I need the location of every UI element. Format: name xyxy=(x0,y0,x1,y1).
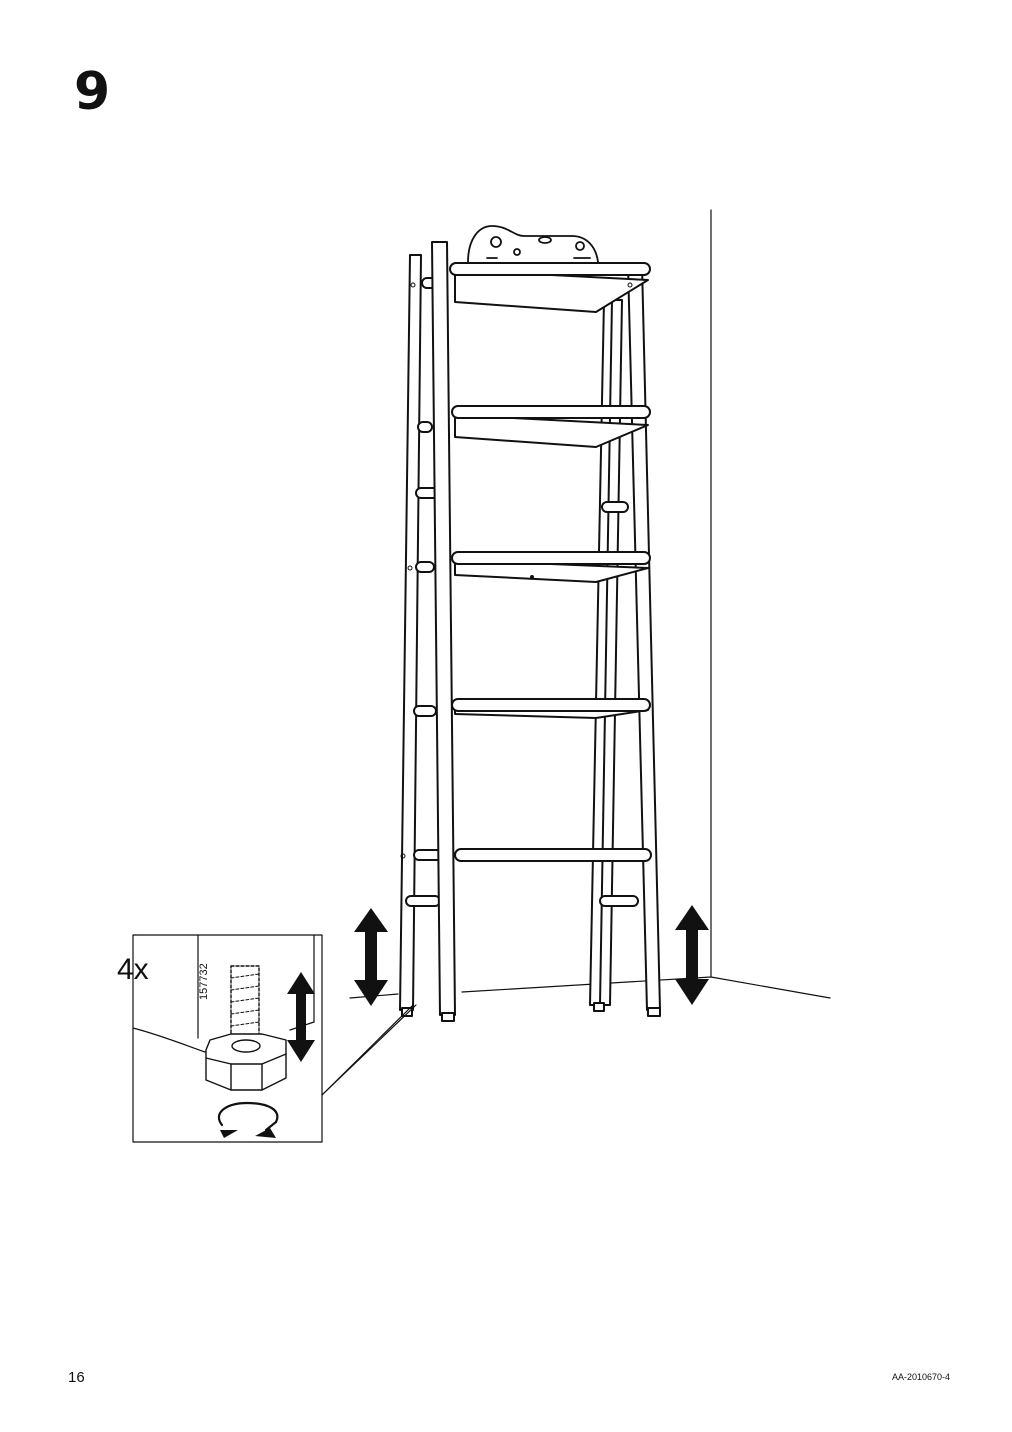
quantity-label: 4x xyxy=(117,953,149,986)
double-arrow-right-icon xyxy=(675,905,709,1005)
double-arrow-detail-icon xyxy=(287,972,315,1062)
page-number: 16 xyxy=(68,1369,85,1386)
rotate-arrows-icon xyxy=(217,1101,279,1138)
shelf-4 xyxy=(451,698,651,719)
document-code: AA-2010670-4 xyxy=(891,1372,950,1382)
part-number-label: 157732 xyxy=(198,963,210,1000)
detail-callout xyxy=(132,934,417,1143)
double-arrow-left-icon xyxy=(354,908,388,1006)
step-number: 9 xyxy=(74,62,111,122)
wall-corner xyxy=(349,209,831,999)
shelf-1 xyxy=(449,262,651,313)
shelf-3 xyxy=(451,551,651,583)
spirit-level-icon xyxy=(467,225,599,271)
shelf-5 xyxy=(454,848,652,862)
ladder-shelf-icon xyxy=(399,241,661,1022)
adjustable-foot-icon xyxy=(205,965,287,1091)
shelf-2 xyxy=(451,405,651,448)
